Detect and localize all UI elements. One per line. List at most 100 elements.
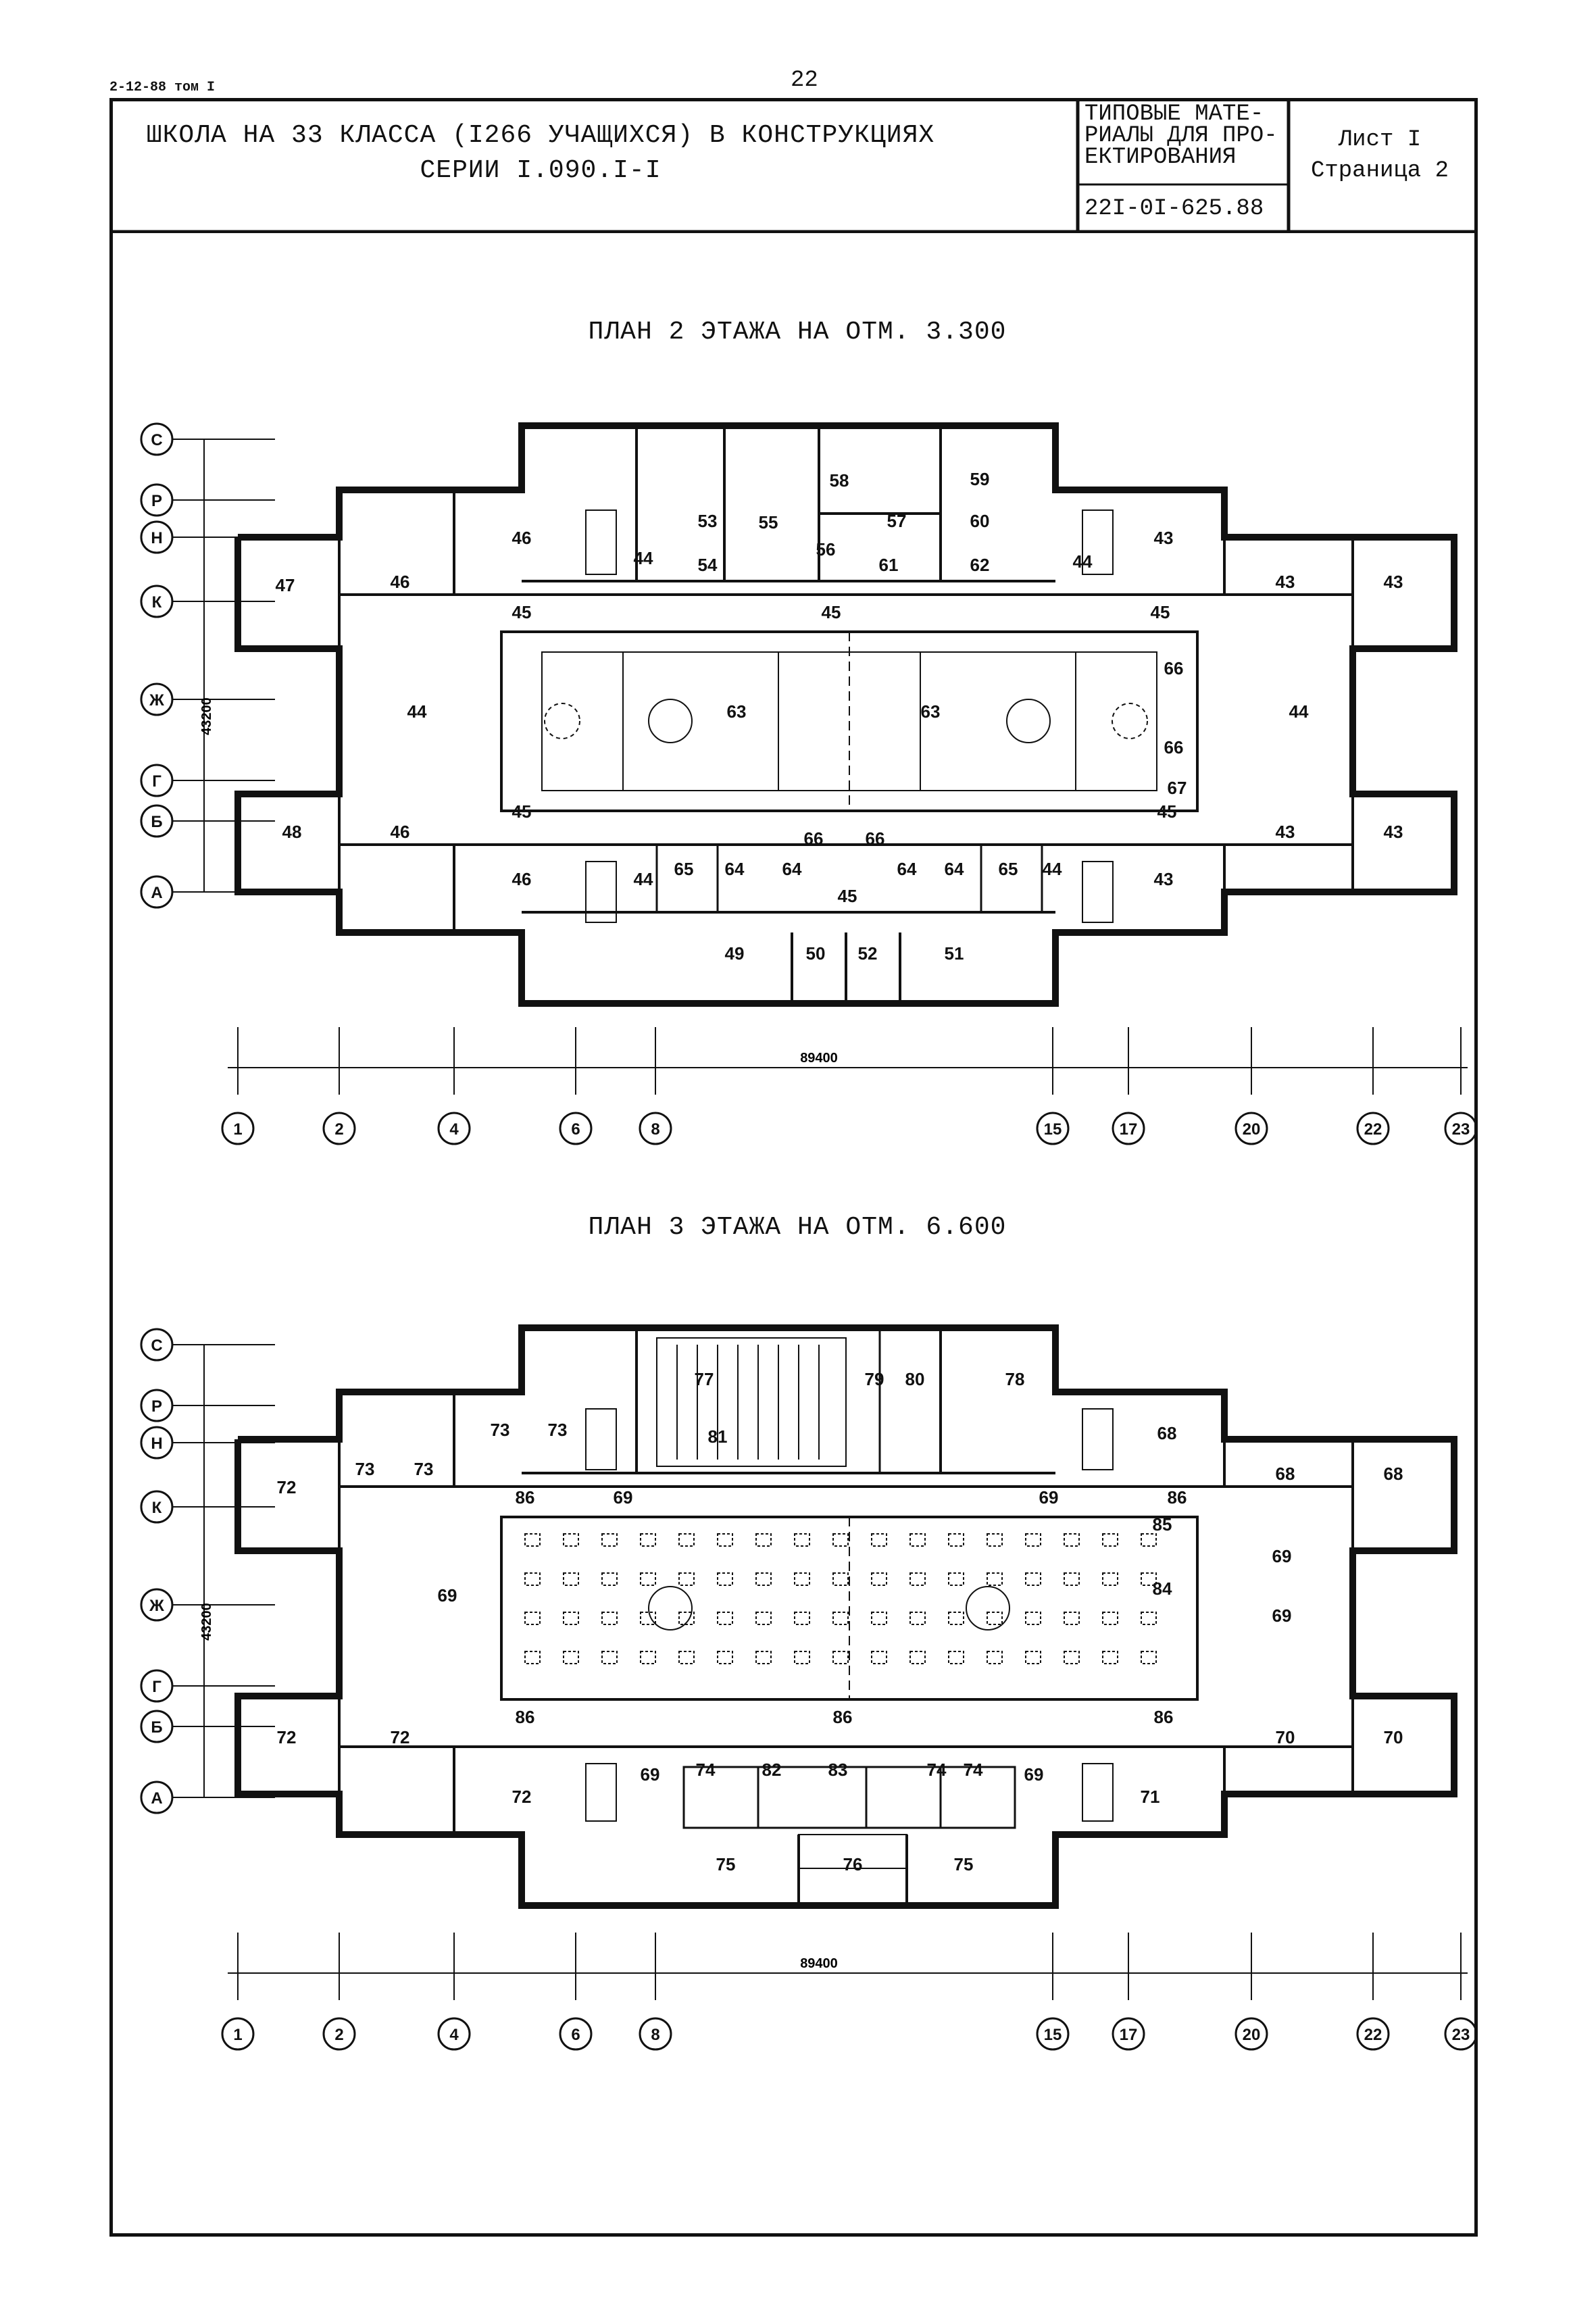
desk-mark	[1064, 1651, 1080, 1664]
room-number: 55	[759, 512, 778, 532]
series-note: 2-12-88 том I	[109, 80, 216, 95]
desk-mark	[1102, 1533, 1118, 1547]
desk-mark	[563, 1572, 579, 1586]
col-axis-label: 4	[449, 1120, 459, 1139]
col-axis-bubble	[1112, 1112, 1145, 1145]
desk-mark	[794, 1572, 810, 1586]
room-number: 53	[698, 511, 718, 531]
col-axis-bubble	[1356, 1112, 1390, 1145]
desk-mark	[987, 1533, 1003, 1547]
desk-mark	[794, 1612, 810, 1625]
room-number: 72	[277, 1727, 297, 1747]
col-axis-label: 6	[571, 1120, 580, 1139]
overall-depth-dim: 43200	[199, 1603, 214, 1641]
desk-mark	[794, 1533, 810, 1547]
room-number: 72	[512, 1787, 532, 1807]
room-number: 79	[865, 1369, 884, 1389]
col-axis-label: 1	[233, 1120, 242, 1139]
col-axis-label: 15	[1044, 1120, 1062, 1139]
col-axis-bubble	[322, 2017, 356, 2051]
room-number: 69	[614, 1487, 633, 1508]
room-number: 68	[1276, 1464, 1295, 1484]
room-number: 74	[927, 1760, 947, 1780]
room-number: 61	[879, 555, 899, 575]
room-number: 86	[516, 1707, 535, 1727]
desk-mark	[563, 1612, 579, 1625]
desk-mark	[909, 1612, 926, 1625]
desk-mark	[717, 1572, 733, 1586]
room-number: 69	[1024, 1764, 1044, 1785]
room-number: 43	[1384, 572, 1403, 592]
col-axis-label: 20	[1243, 2026, 1261, 2044]
desk-mark	[601, 1572, 618, 1586]
room-number: 71	[1141, 1787, 1160, 1807]
room-number: 77	[695, 1369, 714, 1389]
room-number: 43	[1276, 572, 1295, 592]
desk-mark	[1102, 1612, 1118, 1625]
desk-mark	[1064, 1572, 1080, 1586]
desk-mark	[987, 1572, 1003, 1586]
col-axis-bubble	[1444, 2017, 1478, 2051]
col-axis-bubble	[639, 2017, 672, 2051]
row-axis-label: А	[151, 884, 162, 902]
col-axis-label: 4	[449, 2026, 459, 2044]
desk-mark	[1141, 1612, 1157, 1625]
room-number: 43	[1276, 822, 1295, 842]
col-axis-bubble	[221, 1112, 255, 1145]
room-number: 86	[516, 1487, 535, 1508]
desk-mark	[1102, 1572, 1118, 1586]
room-number: 64	[782, 859, 802, 879]
room-number: 56	[816, 539, 836, 559]
desk-mark	[871, 1651, 887, 1664]
desk-mark	[640, 1612, 656, 1625]
col-axis-bubble	[639, 1112, 672, 1145]
col-axis-bubble	[1112, 2017, 1145, 2051]
desk-mark	[678, 1533, 695, 1547]
desk-mark	[524, 1651, 541, 1664]
col-axis-label: 20	[1243, 1120, 1261, 1139]
room-number: 73	[491, 1420, 510, 1440]
desk-mark	[871, 1612, 887, 1625]
row-axis-label: Ж	[149, 1597, 164, 1615]
col-axis-label: 17	[1120, 2026, 1138, 2044]
room-number: 74	[964, 1760, 983, 1780]
col-axis-bubble	[1356, 2017, 1390, 2051]
col-axis-label: 8	[651, 1120, 659, 1139]
room-number: 80	[905, 1369, 925, 1389]
room-number: 44	[1043, 859, 1062, 879]
room-number: 86	[1154, 1707, 1174, 1727]
room-number: 50	[806, 943, 826, 964]
desk-mark	[678, 1651, 695, 1664]
col-axis-label: 2	[334, 2026, 343, 2044]
col-axis-label: 2	[334, 1120, 343, 1139]
plan2-title: ПЛАН 2 ЭТАЖА НА ОТМ. 3.300	[588, 318, 1007, 347]
page-number: 22	[791, 68, 818, 93]
col-axis-label: 8	[651, 2026, 659, 2044]
page-label: Страница 2	[1310, 158, 1449, 184]
overall-depth-dim: 43200	[199, 697, 214, 735]
room-number: 43	[1154, 869, 1174, 889]
desk-mark	[524, 1572, 541, 1586]
row-axis-label: Н	[151, 1435, 162, 1453]
room-number: 85	[1153, 1514, 1172, 1535]
col-axis-bubble	[559, 2017, 593, 2051]
typ-line-2: РИАЛЫ ДЛЯ ПРО-	[1084, 123, 1278, 149]
room-number: 75	[954, 1854, 974, 1874]
title-line-1: ШКОЛА НА 33 КЛАССА (I266 УЧАЩИХСЯ) В КОН…	[146, 121, 935, 150]
title-block	[109, 98, 1478, 233]
desk-mark	[1025, 1572, 1041, 1586]
desk-mark	[1025, 1651, 1041, 1664]
row-axis-label: С	[151, 1337, 162, 1355]
col-axis-bubble	[559, 1112, 593, 1145]
room-number: 69	[1272, 1605, 1292, 1626]
room-number: 45	[1157, 801, 1177, 822]
room-number: 76	[843, 1854, 863, 1874]
desk-mark	[1064, 1612, 1080, 1625]
col-axis-bubble	[322, 1112, 356, 1145]
room-number: 66	[1164, 658, 1184, 678]
col-axis-label: 17	[1120, 1120, 1138, 1139]
typ-line-1: ТИПОВЫЕ МАТЕ-	[1084, 101, 1264, 127]
row-axis-label: Н	[151, 529, 162, 547]
room-number: 69	[641, 1764, 660, 1785]
desk-mark	[717, 1533, 733, 1547]
